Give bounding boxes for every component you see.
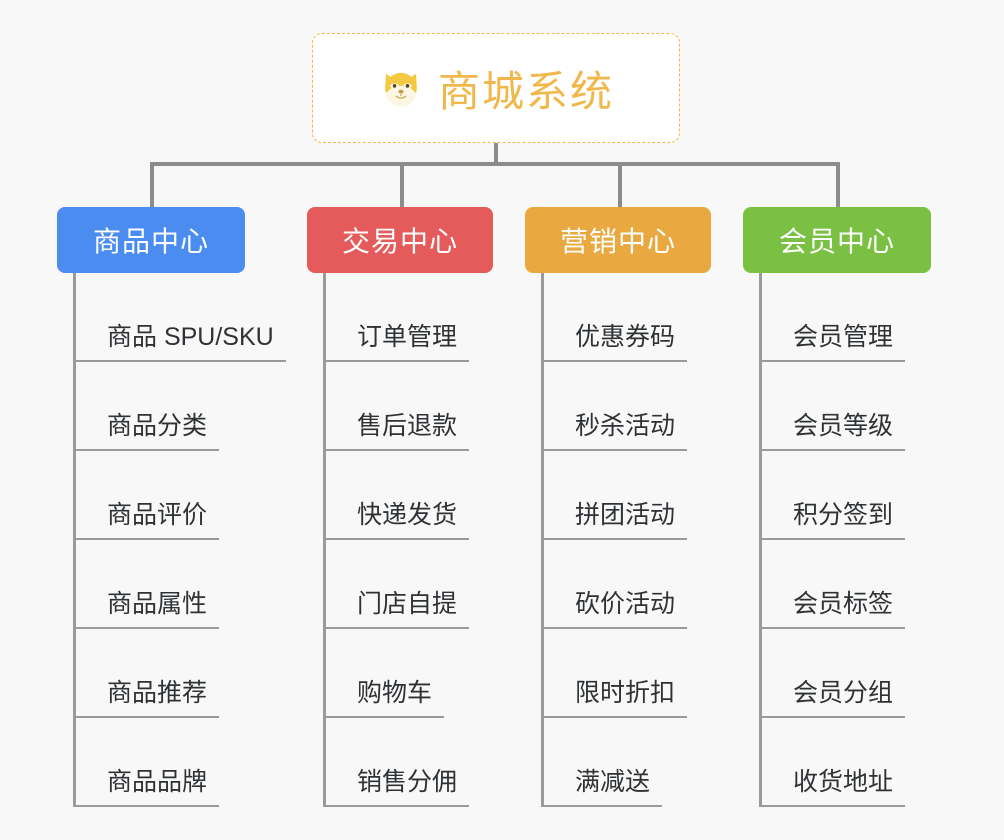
list-item[interactable]: 砍价活动: [541, 540, 757, 629]
connector-drop-3: [618, 162, 622, 208]
list-item[interactable]: 订单管理: [323, 273, 539, 362]
leaf-label: 商品推荐: [107, 679, 208, 708]
leaf-label: 会员分组: [793, 679, 894, 708]
leaf-label: 会员等级: [793, 412, 894, 441]
list-item[interactable]: 拼团活动: [541, 451, 757, 540]
leaf-label: 会员标签: [793, 590, 894, 619]
leaf-label: 收货地址: [793, 768, 894, 797]
connector-horizontal-bus: [150, 162, 840, 166]
list-item[interactable]: 售后退款: [323, 362, 539, 451]
root-title: 商城系统: [437, 67, 614, 115]
list-item[interactable]: 商品属性: [73, 540, 289, 629]
connector-root-stem: [494, 143, 498, 164]
category-header-label-4: 会员中心: [778, 226, 895, 257]
leaf-label: 门店自提: [357, 590, 458, 619]
column-trunk-1: [73, 273, 76, 807]
leaf-label: 商品属性: [107, 590, 208, 619]
list-item[interactable]: 销售分佣: [323, 718, 539, 807]
column-trunk-2: [323, 273, 326, 807]
leaf-label: 订单管理: [357, 323, 458, 352]
list-item[interactable]: 优惠券码: [541, 273, 757, 362]
category-header-label-3: 营销中心: [559, 226, 676, 257]
category-header-2[interactable]: 交易中心: [307, 207, 493, 273]
category-header-label-1: 商品中心: [92, 226, 209, 257]
leaf-label: 商品评价: [107, 501, 208, 530]
list-item[interactable]: 积分签到: [759, 451, 975, 540]
connector-drop-2: [400, 162, 404, 208]
leaf-list-2: 订单管理 售后退款 快递发货 门店自提 购物车 销售分佣: [307, 273, 539, 807]
leaf-label: 拼团活动: [575, 501, 676, 530]
category-header-1[interactable]: 商品中心: [57, 207, 245, 273]
category-column-4: 会员中心 会员管理 会员等级 积分签到 会员标签 会员分组 收货地址: [743, 207, 975, 807]
leaf-label: 砍价活动: [575, 590, 676, 619]
category-header-4[interactable]: 会员中心: [743, 207, 931, 273]
category-header-3[interactable]: 营销中心: [525, 207, 711, 273]
list-item[interactable]: 会员分组: [759, 629, 975, 718]
root-node[interactable]: 商城系统: [312, 33, 680, 143]
leaf-label: 限时折扣: [575, 679, 676, 708]
leaf-label: 秒杀活动: [575, 412, 676, 441]
leaf-label: 满减送: [575, 768, 651, 797]
leaf-list-3: 优惠券码 秒杀活动 拼团活动 砍价活动 限时折扣 满减送: [525, 273, 757, 807]
column-trunk-3: [541, 273, 544, 807]
list-item[interactable]: 会员管理: [759, 273, 975, 362]
list-item[interactable]: 快递发货: [323, 451, 539, 540]
leaf-label: 积分签到: [793, 501, 894, 530]
list-item[interactable]: 商品评价: [73, 451, 289, 540]
list-item[interactable]: 商品推荐: [73, 629, 289, 718]
list-item[interactable]: 商品品牌: [73, 718, 289, 807]
leaf-label: 售后退款: [357, 412, 458, 441]
leaf-list-1: 商品 SPU/SKU 商品分类 商品评价 商品属性 商品推荐 商品品牌: [57, 273, 289, 807]
list-item[interactable]: 商品分类: [73, 362, 289, 451]
column-trunk-4: [759, 273, 762, 807]
category-column-2: 交易中心 订单管理 售后退款 快递发货 门店自提 购物车 销售分佣: [307, 207, 539, 807]
list-item[interactable]: 限时折扣: [541, 629, 757, 718]
list-item[interactable]: 门店自提: [323, 540, 539, 629]
connector-drop-1: [150, 162, 154, 208]
list-item[interactable]: 秒杀活动: [541, 362, 757, 451]
leaf-label: 会员管理: [793, 323, 894, 352]
category-column-3: 营销中心 优惠券码 秒杀活动 拼团活动 砍价活动 限时折扣 满减送: [525, 207, 757, 807]
list-item[interactable]: 商品 SPU/SKU: [73, 273, 289, 362]
leaf-label: 商品 SPU/SKU: [107, 323, 274, 352]
category-column-1: 商品中心 商品 SPU/SKU 商品分类 商品评价 商品属性 商品推荐 商品品牌: [57, 207, 289, 807]
leaf-label: 商品分类: [107, 412, 208, 441]
list-item[interactable]: 满减送: [541, 718, 757, 807]
leaf-list-4: 会员管理 会员等级 积分签到 会员标签 会员分组 收货地址: [743, 273, 975, 807]
leaf-label: 购物车: [357, 679, 433, 708]
category-header-label-2: 交易中心: [341, 226, 458, 257]
list-item[interactable]: 会员等级: [759, 362, 975, 451]
list-item[interactable]: 收货地址: [759, 718, 975, 807]
leaf-label: 销售分佣: [357, 768, 458, 797]
shiba-dog-face-icon: [378, 65, 424, 111]
leaf-label: 快递发货: [357, 501, 458, 530]
connector-drop-4: [836, 162, 840, 208]
leaf-label: 商品品牌: [107, 768, 208, 797]
list-item[interactable]: 会员标签: [759, 540, 975, 629]
leaf-label: 优惠券码: [575, 323, 676, 352]
list-item[interactable]: 购物车: [323, 629, 539, 718]
